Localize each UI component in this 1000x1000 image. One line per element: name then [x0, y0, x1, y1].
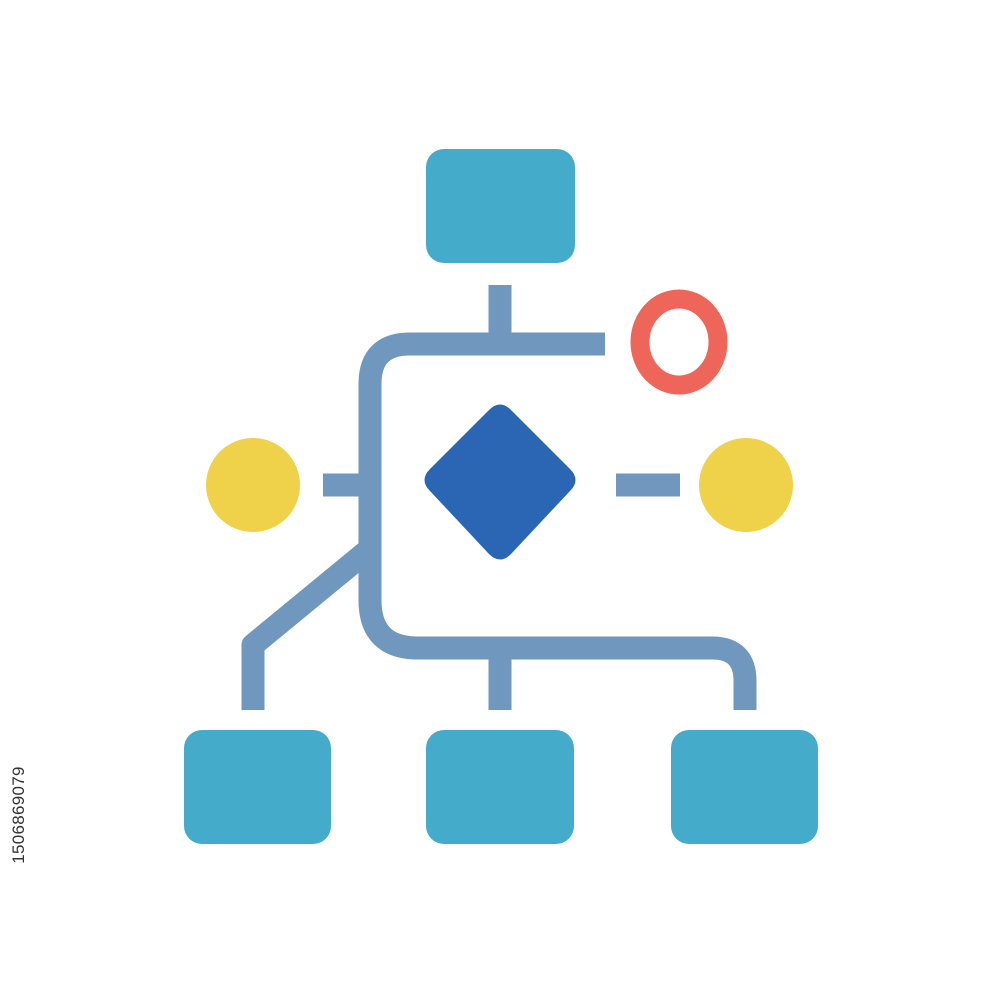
- connector-lines: [241, 285, 757, 710]
- status-ring: [630, 289, 728, 395]
- left-terminal-circle: [206, 438, 300, 532]
- stock-id-text: 1506869079: [9, 765, 29, 864]
- bottom-center-process-box: [426, 730, 574, 844]
- top-process-box: [426, 149, 575, 263]
- connector-diagonal: [241, 543, 374, 710]
- right-terminal-circle: [699, 438, 793, 532]
- decision-diamond: [424, 404, 576, 560]
- bottom-left-process-box: [184, 730, 331, 844]
- connector-top-branch: [358, 332, 757, 710]
- stock-id-watermark: 1506869079: [4, 752, 34, 877]
- bottom-right-process-box: [671, 730, 818, 844]
